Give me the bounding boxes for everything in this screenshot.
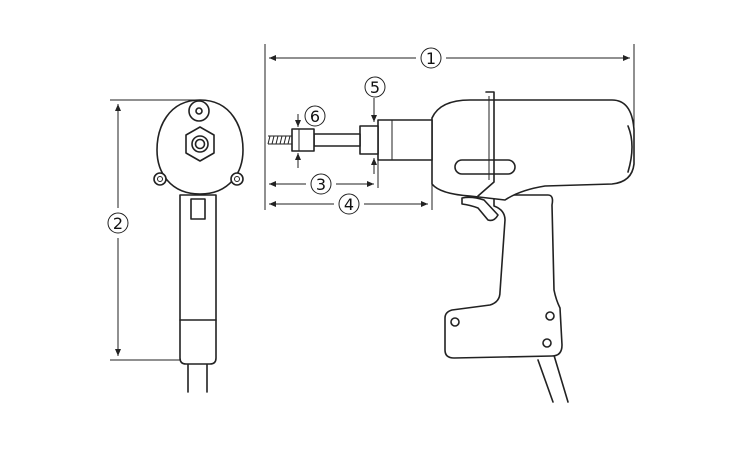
side-end-cap [627,125,633,173]
side-screw-3 [542,338,552,348]
callout-5: 5 [364,76,386,98]
front-top-lug [188,100,210,122]
side-view [267,91,635,403]
front-handle [179,194,217,365]
side-body [431,99,635,201]
dimension-4 [269,160,433,210]
side-nose [377,119,433,161]
front-left-lug [153,172,167,186]
side-screw-1 [450,317,460,327]
side-cable-right [552,351,569,403]
callout-1: 1 [420,47,442,69]
front-socket-inner [194,138,206,150]
dimension-1 [264,44,635,210]
callout-2-label: 2 [113,214,123,233]
side-extension [313,133,361,147]
front-right-lug-hole [234,176,240,182]
side-handle [444,194,563,359]
side-cable-left [537,359,554,403]
callout-2: 2 [107,212,129,234]
side-hanger-clip [477,91,495,197]
front-hex-nut [185,126,215,162]
callout-1-label: 1 [426,49,436,68]
side-switch [454,159,516,175]
side-screw-2 [545,311,555,321]
callout-3: 3 [310,173,332,195]
dimension-2 [110,99,196,361]
side-socket [291,128,315,152]
front-view [153,99,244,393]
front-socket-outer [191,135,209,153]
callout-4: 4 [338,193,360,215]
side-trigger [461,196,499,222]
front-right-lug [230,172,244,186]
dimension-3 [269,160,379,188]
callout-6: 6 [304,105,326,127]
front-top-lug-hole [195,107,203,115]
front-trigger [190,198,206,220]
callout-6-label: 6 [310,107,320,126]
callout-4-label: 4 [344,195,354,214]
front-left-lug-hole [157,176,163,182]
side-collar [359,125,379,155]
callout-5-label: 5 [370,78,380,97]
callout-3-label: 3 [316,175,326,194]
side-bolt-thread [267,135,292,145]
